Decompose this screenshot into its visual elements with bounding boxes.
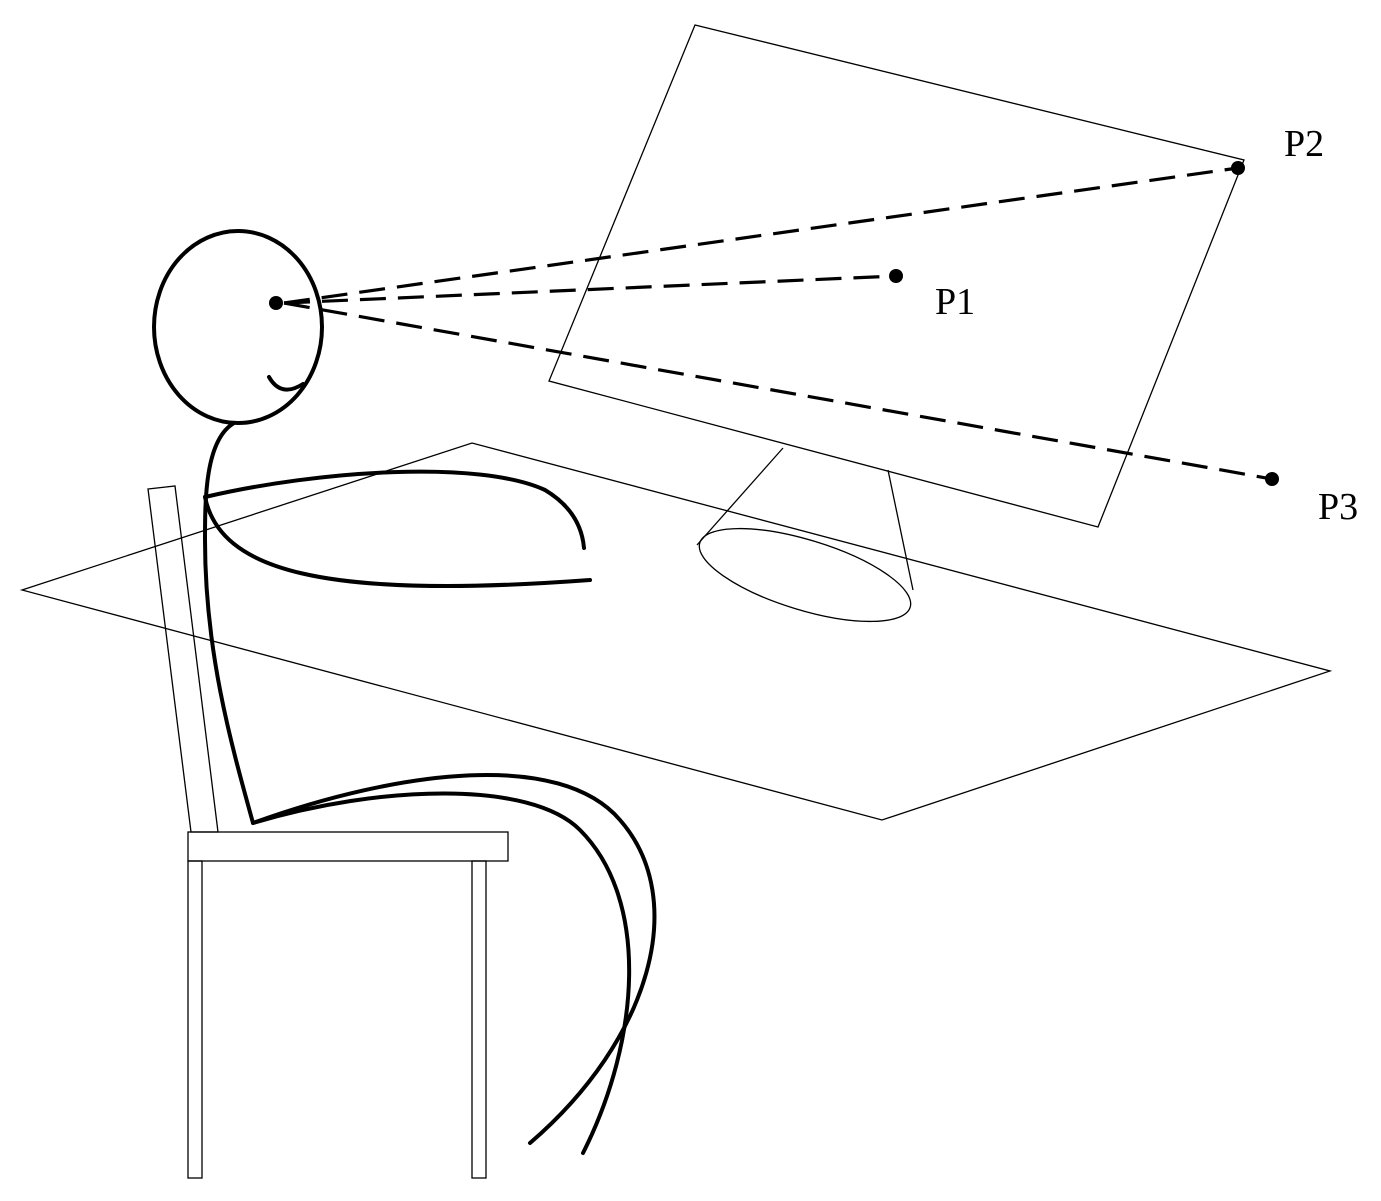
chair-seat — [187, 831, 509, 862]
monitor-screen — [548, 24, 1245, 528]
point-p3 — [1265, 472, 1279, 486]
desk-surface — [19, 442, 1333, 821]
person-lower-arm — [203, 495, 592, 588]
sight-line-p2 — [283, 166, 1239, 305]
person-eye — [269, 296, 283, 310]
chair-front-leg — [187, 860, 203, 1179]
monitor-stand — [696, 447, 914, 623]
person-thigh-far — [251, 791, 632, 1155]
label-p2: P2 — [1284, 123, 1324, 165]
label-p1: P1 — [935, 281, 975, 323]
chair-back-leg — [471, 860, 487, 1179]
chair — [147, 485, 509, 1179]
person-neck-spine — [202, 421, 255, 825]
label-p3: P3 — [1318, 486, 1358, 528]
person — [152, 229, 657, 1155]
sight-line-p3 — [283, 301, 1273, 481]
person-mouth — [267, 375, 305, 392]
point-p1 — [889, 269, 903, 283]
person-thigh-near — [251, 773, 657, 1145]
person-head — [152, 229, 324, 425]
sight-line-p1 — [283, 274, 897, 305]
person-upper-arm — [203, 469, 586, 550]
point-p2 — [1231, 161, 1245, 175]
